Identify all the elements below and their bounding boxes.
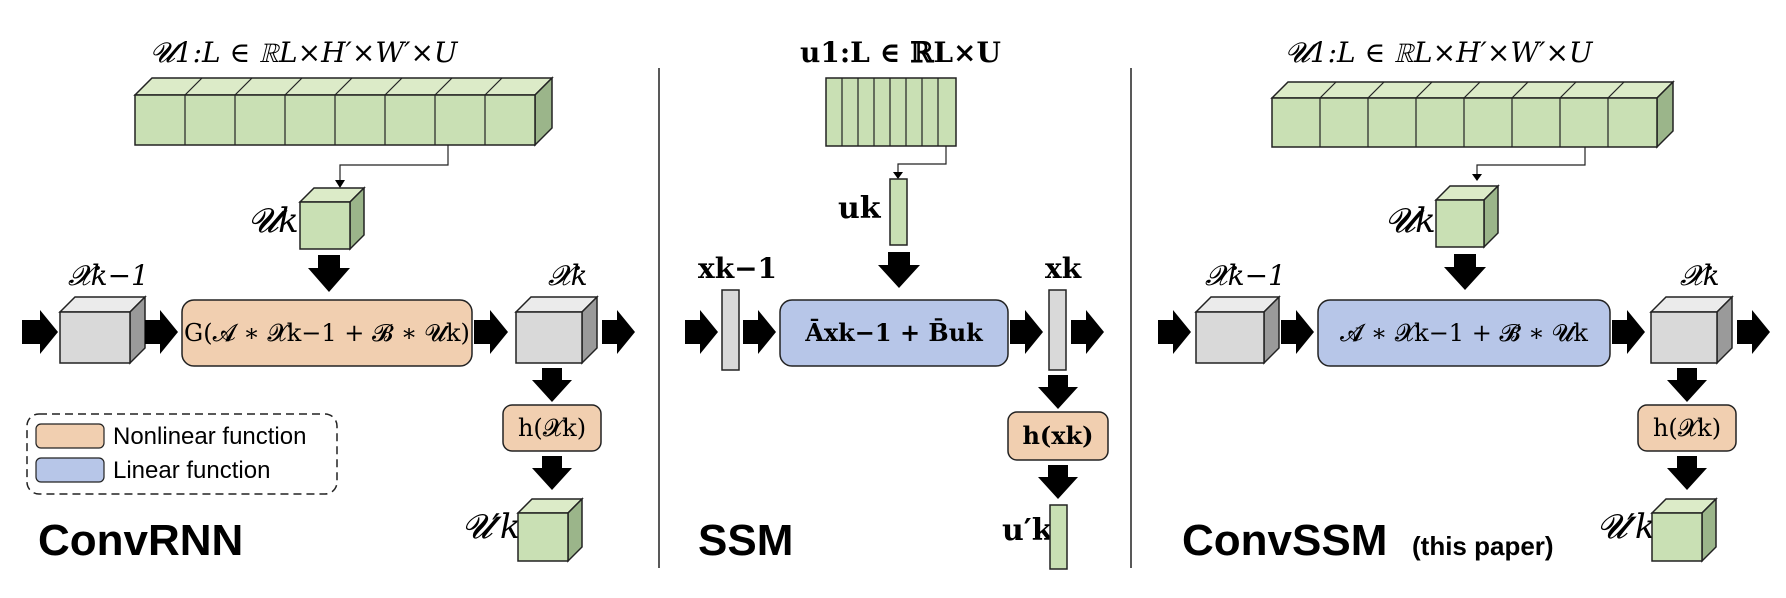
- ssm-input-k-label: uk: [838, 191, 882, 226]
- convrnn-readout-function: h(𝓧k): [518, 414, 586, 442]
- convrnn-input-k-label: 𝓤k: [248, 201, 299, 241]
- ssm-update-box: [779, 299, 1009, 367]
- convrnn-readout-arrow: [532, 368, 572, 402]
- convssm-arrow-2: [1281, 310, 1314, 354]
- convrnn-output-cube: [516, 497, 584, 563]
- convssm-output-label: 𝓤′k: [1597, 507, 1655, 547]
- convrnn-output-arrow: [532, 456, 572, 490]
- convrnn-arrow-2: [145, 310, 178, 354]
- convssm-arrow-in: [1158, 310, 1191, 354]
- convrnn-prev-state-cube: [58, 295, 147, 365]
- convrnn-output-label: 𝓤′k: [462, 507, 520, 547]
- convssm-state-cube: [1649, 295, 1734, 365]
- convssm-update-box: [1317, 299, 1611, 367]
- convrnn-select-connector: [339, 145, 449, 182]
- convssm-title-note: (this paper): [1412, 531, 1554, 561]
- ssm-arrow-out: [1071, 310, 1104, 354]
- convssm-title: ConvSSM: [1182, 516, 1387, 565]
- ssm-arrow-2: [743, 310, 776, 354]
- convssm-output-arrow: [1667, 456, 1707, 490]
- ssm-output-vector: [1049, 504, 1068, 570]
- ssm-prev-state-label: xk−1: [698, 252, 777, 285]
- convssm-output-cube: [1650, 497, 1718, 563]
- convssm-select-connector: [1476, 147, 1586, 176]
- convssm-readout-arrow: [1667, 368, 1707, 402]
- legend-frame: [26, 413, 338, 495]
- ssm-readout-function: h(xk): [1022, 421, 1093, 450]
- convssm-update-function: 𝓐̄ ∗ 𝓧k−1 + 𝓑̄ ∗ 𝓤k: [1340, 319, 1588, 347]
- convrnn-input-k-cube: [298, 186, 366, 251]
- convrnn-down-arrow: [308, 255, 350, 292]
- convssm-prev-state-label: 𝓧k−1: [1205, 259, 1286, 292]
- ssm-update-function: Āxk−1 + B̄uk: [804, 318, 984, 347]
- ssm-arrow-3: [1010, 310, 1043, 354]
- convssm-input-seq-label: 𝓤1:L ∈ ℝL×H′×W′×U: [1285, 36, 1594, 69]
- convrnn-state-label: 𝓧k: [548, 259, 588, 292]
- panel-convssm: 𝓤1:L ∈ ℝL×H′×W′×U 𝓤k 𝓧k−: [1158, 36, 1770, 565]
- legend-label-linear: Linear function: [113, 457, 270, 484]
- convssm-readout-function: h(𝓧k): [1653, 414, 1721, 442]
- legend-swatch-nonlinear: [35, 423, 105, 449]
- ssm-down-arrow: [878, 252, 920, 288]
- convrnn-arrow-3: [474, 310, 508, 354]
- convssm-input-sequence: [1270, 80, 1675, 149]
- convssm-input-k-label: 𝓤k: [1385, 201, 1436, 241]
- ssm-title: SSM: [698, 516, 793, 565]
- ssm-input-seq-label: u1:L ∈ ℝL×U: [800, 36, 1001, 69]
- convssm-arrow-out: [1737, 310, 1770, 354]
- convssm-readout-box: [1637, 404, 1737, 452]
- ssm-state-label: xk: [1045, 252, 1082, 285]
- legend-label-nonlinear: Nonlinear function: [113, 423, 306, 450]
- convrnn-prev-state-label: 𝓧k−1: [68, 259, 149, 292]
- convrnn-arrow-out: [602, 310, 635, 354]
- ssm-arrow-in: [685, 310, 718, 354]
- ssm-output-arrow: [1038, 465, 1078, 499]
- ssm-output-label: u′k: [1002, 513, 1054, 548]
- convssm-arrow-3: [1612, 310, 1645, 354]
- convrnn-update-function: G(𝓐 ∗ 𝓧k−1 + 𝓑 ∗ 𝓤k): [184, 319, 470, 347]
- panel-convrnn: 𝓤1:L ∈ ℝL×H′×W′×U 𝓤k: [22, 36, 635, 565]
- convrnn-state-cube: [514, 295, 599, 365]
- convrnn-input-sequence: [133, 76, 554, 147]
- convssm-prev-state-cube: [1194, 295, 1281, 365]
- convrnn-title: ConvRNN: [38, 516, 243, 565]
- ssm-input-sequence: [825, 77, 957, 147]
- convssm-input-k-cube: [1434, 184, 1500, 249]
- ssm-state-vector: [1048, 289, 1067, 371]
- ssm-select-connector: [897, 146, 947, 174]
- convssm-state-label: 𝓧k: [1680, 259, 1720, 292]
- convrnn-update-box: [181, 299, 473, 367]
- ssm-readout-box: [1007, 411, 1109, 461]
- legend-swatch-linear: [35, 457, 105, 483]
- legend: Nonlinear function Linear function: [26, 413, 338, 495]
- convssm-down-arrow: [1444, 254, 1486, 290]
- convrnn-input-seq-label: 𝓤1:L ∈ ℝL×H′×W′×U: [150, 36, 459, 69]
- convrnn-arrow-in: [22, 310, 58, 354]
- ssm-input-k-vector: [889, 178, 908, 246]
- ssm-readout-arrow: [1038, 375, 1078, 409]
- ssm-prev-state-vector: [721, 289, 740, 371]
- panel-ssm: u1:L ∈ ℝL×U uk xk−1 Āxk−1 + B̄uk xk h(xk…: [685, 36, 1109, 570]
- convrnn-readout-box: [502, 404, 602, 452]
